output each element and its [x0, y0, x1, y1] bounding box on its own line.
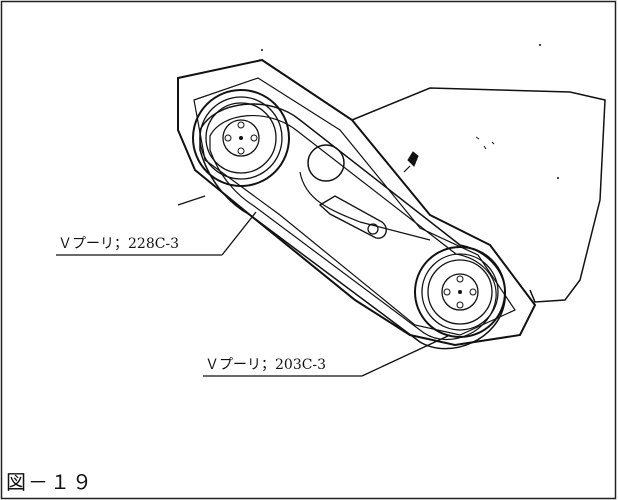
v-pulley-upper-groove [205, 102, 277, 174]
tensioner-belt-path [299, 171, 431, 241]
v-pulley-upper-groove [199, 96, 283, 180]
leader-line [221, 211, 257, 256]
tensioner-bolt [367, 223, 379, 235]
v-pulley-lower-groove [427, 259, 493, 325]
figure-caption: 図－１９ [6, 470, 94, 494]
speck [539, 44, 541, 46]
housing-line [403, 165, 411, 173]
hub-center [239, 136, 243, 140]
v-pulley-lower [414, 246, 506, 338]
v-pulley-lower-groove [421, 253, 499, 331]
tensioner-pulley [307, 144, 345, 182]
leader-line [361, 334, 451, 377]
belt-cover-outline [177, 58, 537, 347]
hub-bolt [456, 275, 464, 283]
v-pulley-upper-hub [222, 119, 260, 157]
hub-bolt [237, 121, 245, 129]
machine-housing [351, 87, 606, 303]
v-pulley-upper [192, 89, 290, 187]
leader-line [177, 195, 206, 206]
callout-upper-pulley: Ｖプーリ；228C-3 [58, 236, 180, 252]
hub-bolt [469, 288, 477, 296]
tensioner-arm [318, 195, 387, 239]
speck [557, 177, 559, 179]
hub-bolt [456, 301, 464, 309]
hub-bolt [443, 288, 451, 296]
speck [261, 49, 263, 51]
v-belt-inner [209, 114, 497, 341]
v-pulley-lower-hub [441, 273, 479, 311]
hub-bolt [250, 134, 258, 142]
speck [475, 136, 495, 150]
hub-bolt [237, 147, 245, 155]
belt-cover-inner-edge [193, 77, 516, 336]
hub-center [458, 290, 462, 294]
housing-boss [407, 151, 419, 167]
callout-lower-pulley: Ｖプーリ；203C-3 [205, 357, 327, 373]
hub-bolt [224, 134, 232, 142]
